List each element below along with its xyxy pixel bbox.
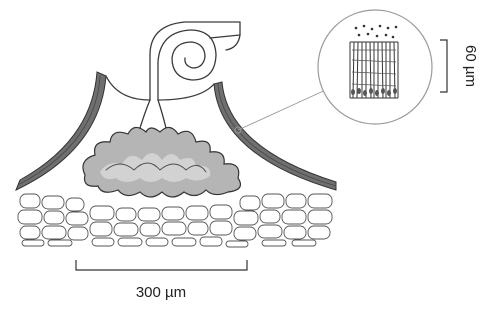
coiled-duct (150, 22, 240, 100)
cell-layer (18, 194, 332, 247)
scale-bar-main: 300 µm (76, 260, 247, 301)
callout-line (238, 88, 330, 130)
scale-bar-main-label: 300 µm (136, 284, 186, 301)
scale-bar-inset: 60 µm (440, 40, 479, 92)
folded-epithelium (83, 127, 241, 197)
gland-outline (106, 76, 214, 128)
scale-bar-inset-label: 60 µm (462, 45, 479, 87)
inset-magnification (318, 10, 432, 124)
